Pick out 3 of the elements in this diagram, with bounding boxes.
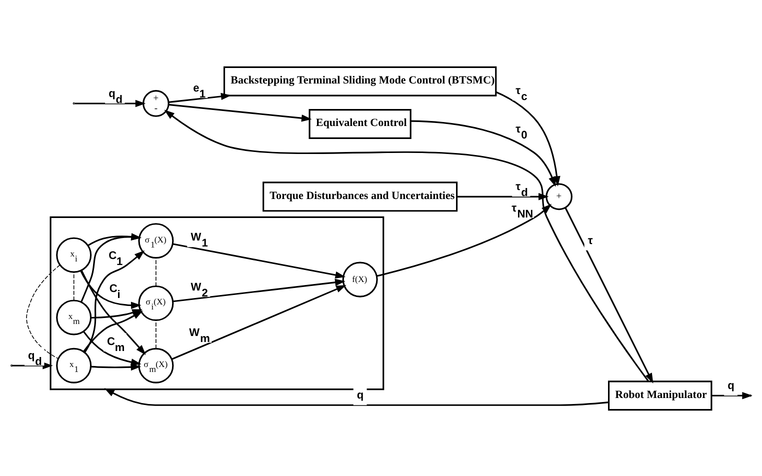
edge-label: q xyxy=(356,389,364,402)
edge-label: q xyxy=(728,380,734,392)
edge-label: τ xyxy=(588,234,593,246)
